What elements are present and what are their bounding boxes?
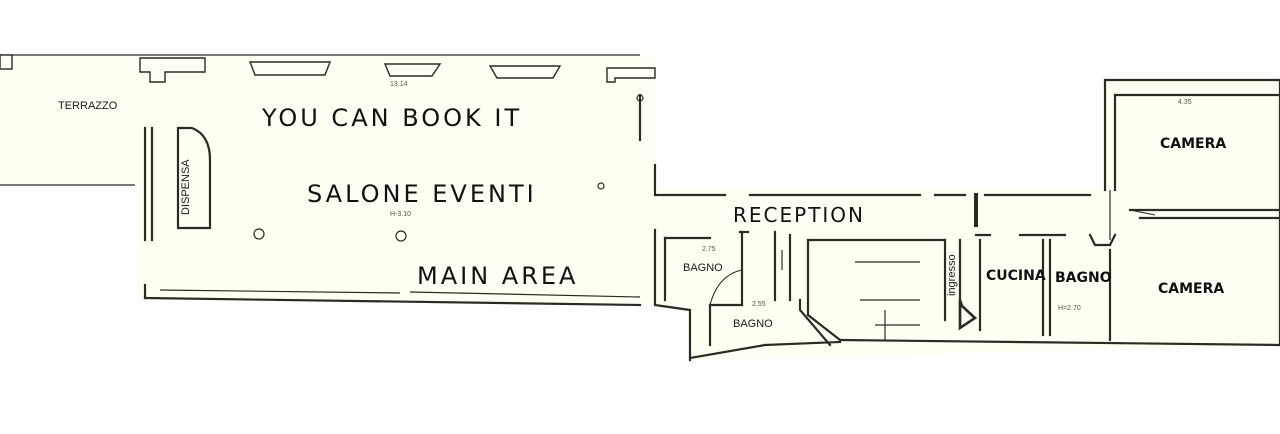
outer-walls (0, 54, 1092, 307)
label-cucina: CUCINA (986, 268, 1046, 284)
dim-label: 4.35 (1178, 99, 1192, 106)
kitchen-block (958, 193, 1117, 342)
central-room (806, 238, 962, 342)
label-bagno-2: BAGNO (733, 318, 773, 330)
dim-label: H=2.70 (1058, 305, 1081, 312)
dim-label: 13.14 (390, 81, 408, 88)
dim-label: 2.75 (702, 246, 716, 253)
label-salone-eventi: SALONE EVENTI (307, 180, 537, 208)
bottom-walls (763, 338, 1280, 347)
label-ingresso: ingresso (946, 254, 958, 296)
bedrooms (1103, 78, 1280, 347)
label-bagno-3: BAGNO (1055, 270, 1112, 286)
dim-label: H-3.10 (390, 211, 411, 218)
columns (253, 94, 644, 242)
windows (0, 54, 656, 83)
label-dispensa: DISPENSA (180, 159, 192, 215)
label-you-can-book: YOU CAN BOOK IT (261, 104, 522, 132)
label-terrazzo: TERRAZZO (58, 100, 118, 112)
label-main-area: MAIN AREA (417, 262, 578, 290)
label-bagno-1: BAGNO (683, 262, 723, 274)
dim-label: 2.55 (752, 301, 766, 308)
label-reception: RECEPTION (733, 203, 865, 227)
label-camera-1: CAMERA (1160, 136, 1226, 152)
bathroom-block (653, 228, 832, 362)
label-camera-2: CAMERA (1158, 281, 1224, 297)
